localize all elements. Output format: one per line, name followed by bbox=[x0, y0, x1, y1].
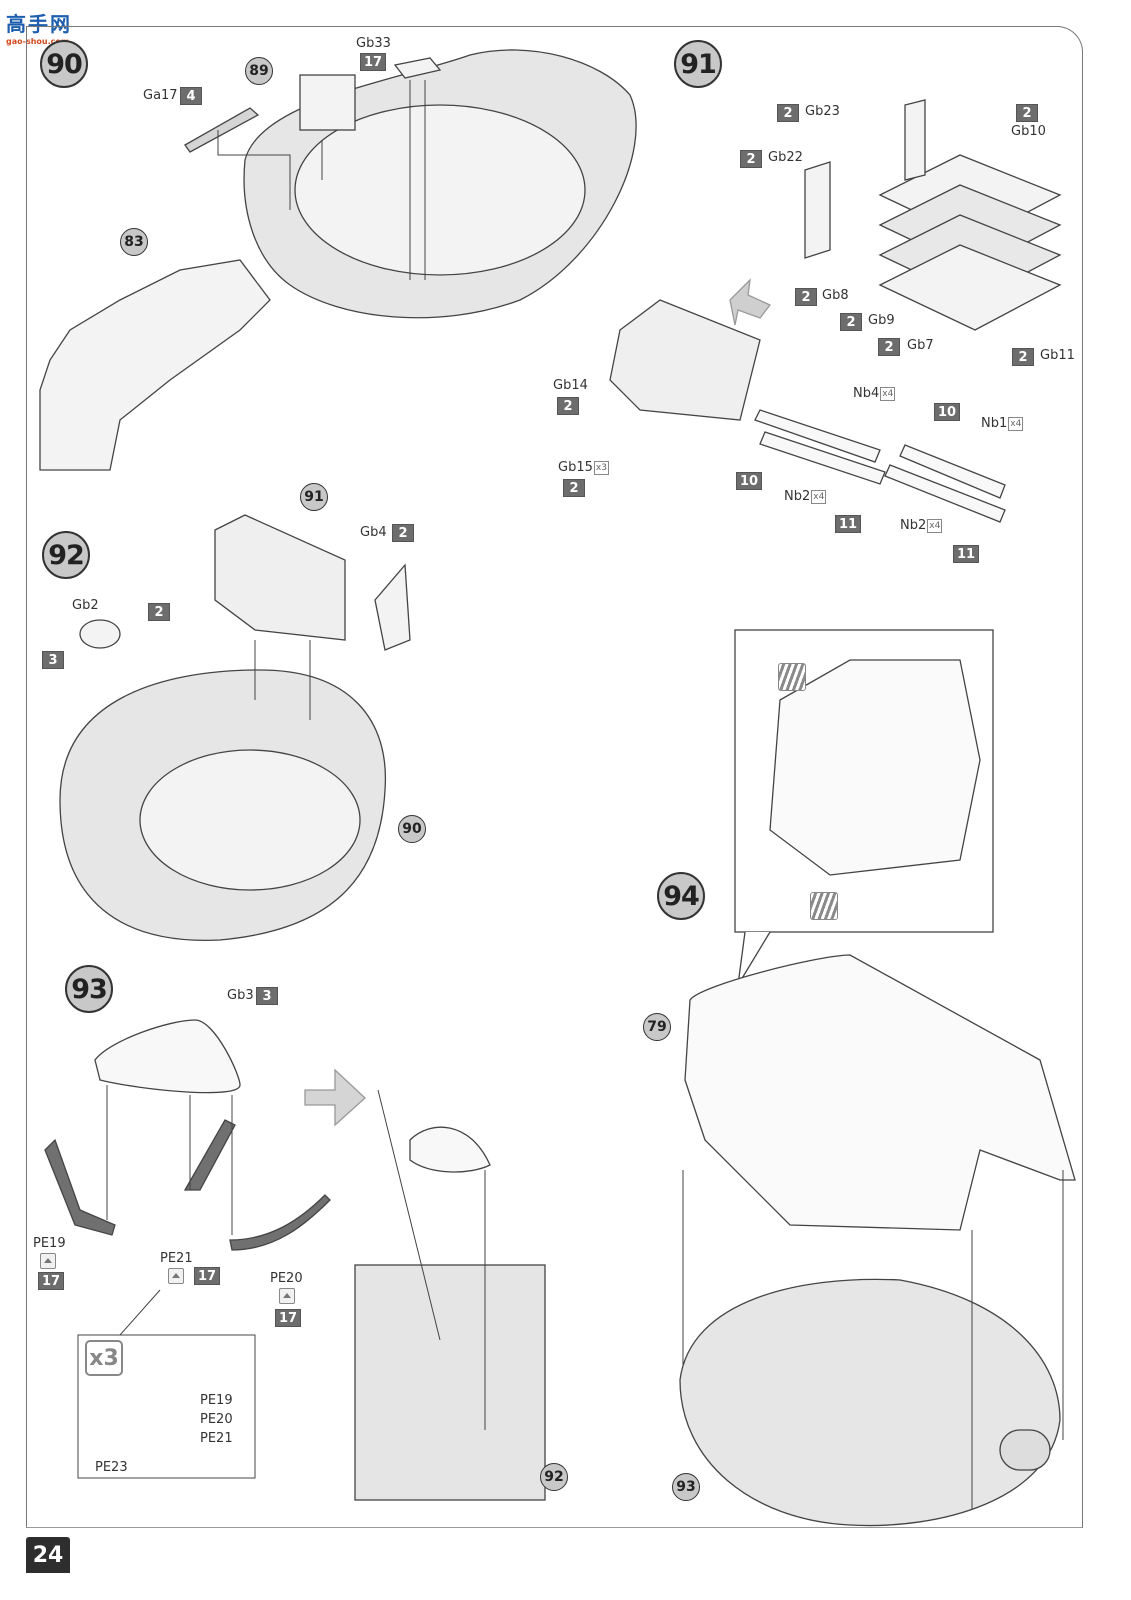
part-label-gb3: Gb3 bbox=[227, 988, 254, 1003]
sprue-tag: 10 bbox=[736, 472, 763, 490]
part-label-pe23: PE23 bbox=[95, 1460, 128, 1475]
paint-icon bbox=[810, 892, 838, 920]
sprue-tag: 2 bbox=[740, 150, 762, 168]
page-frame bbox=[26, 26, 1083, 1528]
quantity-badge: x4 bbox=[1008, 416, 1024, 431]
sprue-tag: 2 bbox=[777, 104, 799, 122]
step-number-92: 92 bbox=[42, 531, 90, 579]
sprue-tag: 3 bbox=[42, 651, 64, 669]
part-label-gb22: Gb22 bbox=[768, 150, 803, 165]
part-label-gb2: Gb2 bbox=[72, 598, 99, 613]
sprue-tag: 10 bbox=[934, 403, 961, 421]
ref-step-91: 91 bbox=[300, 483, 328, 511]
seat-assembled-93 bbox=[409, 1126, 491, 1173]
sprue-tag: 2 bbox=[1016, 104, 1038, 122]
sprue-tag: 11 bbox=[953, 545, 980, 563]
part-label-pe21: PE21 bbox=[200, 1431, 233, 1446]
part-label-gb7: Gb7 bbox=[907, 338, 934, 353]
quantity-badge: x4 bbox=[880, 386, 896, 401]
multiplier-badge: x3 bbox=[85, 1340, 123, 1376]
part-89 bbox=[299, 74, 356, 131]
ammo-rack-frames bbox=[804, 99, 1062, 331]
sprue-tag: 4 bbox=[180, 87, 202, 105]
ref-step-89: 89 bbox=[245, 57, 273, 85]
part-label-pe20: PE20 bbox=[270, 1271, 303, 1286]
ref-step-90: 90 bbox=[398, 815, 426, 843]
part-label-gb14: Gb14 bbox=[553, 378, 588, 393]
sprue-tag: 2 bbox=[148, 603, 170, 621]
turret-shell-79 bbox=[684, 954, 1076, 1231]
sprue-tag: 2 bbox=[795, 288, 817, 306]
page-number: 24 bbox=[26, 1537, 70, 1573]
sprue-tag: 2 bbox=[1012, 348, 1034, 366]
detail-view-93 bbox=[354, 1264, 546, 1501]
ref-step-79: 79 bbox=[643, 1013, 671, 1041]
sprue-tag: 17 bbox=[38, 1272, 65, 1290]
quantity-badge: x4 bbox=[811, 489, 827, 504]
sprue-tag: 2 bbox=[557, 397, 579, 415]
part-gb4 bbox=[374, 563, 411, 651]
assembled-rack-91 bbox=[609, 299, 761, 421]
direction-arrow-93 bbox=[304, 1068, 366, 1127]
quantity-badge: x3 bbox=[593, 460, 609, 475]
step-number-93: 93 bbox=[65, 965, 113, 1013]
quantity-badge: x4 bbox=[927, 518, 943, 533]
part-ga17 bbox=[184, 107, 260, 153]
ref-step-83: 83 bbox=[120, 228, 148, 256]
part-label-pe21: PE21 bbox=[160, 1251, 193, 1266]
sprue-tag: 3 bbox=[256, 987, 278, 1005]
part-gb2 bbox=[79, 619, 121, 649]
part-label-gb8: Gb8 bbox=[822, 288, 849, 303]
gun-breech-83 bbox=[39, 259, 271, 471]
sprue-tag: 2 bbox=[878, 338, 900, 356]
paint-icon bbox=[778, 663, 806, 691]
turret-basket-93 bbox=[679, 1278, 1061, 1527]
strap-pe21 bbox=[183, 1119, 236, 1191]
sprue-tag: 2 bbox=[840, 313, 862, 331]
part-label-gb23: Gb23 bbox=[805, 104, 840, 119]
part-label-gb9: Gb9 bbox=[868, 313, 895, 328]
turret-shell-detail bbox=[769, 659, 981, 876]
part-label-gb11: Gb11 bbox=[1040, 348, 1075, 363]
ref-step-93: 93 bbox=[672, 1473, 700, 1501]
strap-pe19 bbox=[44, 1138, 116, 1236]
part-label-pe20: PE20 bbox=[200, 1412, 233, 1427]
part-label-gb10: Gb10 bbox=[1011, 124, 1046, 139]
step-number-90: 90 bbox=[40, 40, 88, 88]
sprue-tag: 17 bbox=[275, 1309, 302, 1327]
sprue-tag: 2 bbox=[563, 479, 585, 497]
turret-ring-90 bbox=[294, 104, 586, 276]
step-number-91: 91 bbox=[674, 40, 722, 88]
sprue-tag: 2 bbox=[392, 524, 414, 542]
photo-etch-icon bbox=[279, 1288, 295, 1304]
seat-gb3 bbox=[94, 1019, 241, 1094]
part-label-pe19: PE19 bbox=[33, 1236, 66, 1251]
sprue-tag: 17 bbox=[194, 1267, 221, 1285]
strap-pe20 bbox=[229, 1194, 331, 1251]
step-number-94: 94 bbox=[657, 872, 705, 920]
photo-etch-icon bbox=[168, 1268, 184, 1284]
part-label-gb33: Gb33 bbox=[356, 36, 391, 51]
ref-step-92: 92 bbox=[540, 1463, 568, 1491]
part-label-ga17: Ga17 bbox=[143, 88, 178, 103]
direction-arrow-91 bbox=[729, 278, 772, 326]
ammo-rack-assembly-92 bbox=[214, 514, 346, 641]
photo-etch-icon bbox=[40, 1253, 56, 1269]
sprue-tag: 11 bbox=[835, 515, 862, 533]
part-label-gb4: Gb4 bbox=[360, 525, 387, 540]
sprue-tag: 17 bbox=[360, 53, 387, 71]
shells bbox=[754, 409, 1006, 523]
part-gb33 bbox=[393, 57, 442, 79]
part-label-pe19: PE19 bbox=[200, 1393, 233, 1408]
